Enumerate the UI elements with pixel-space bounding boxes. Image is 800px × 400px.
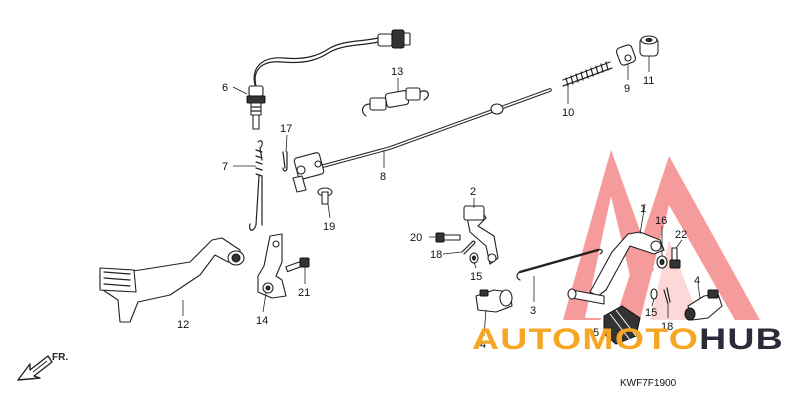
callout-1: 1: [640, 203, 646, 215]
callout-10: 10: [562, 107, 574, 119]
watermark-part1: AUTOMOTO: [472, 323, 699, 356]
callout-17: 17: [280, 123, 292, 135]
leader-lines: [182, 56, 701, 337]
callout-labels: 6 7 13 8 19 17 10 9 11 2 20 18 15 21 14 …: [177, 66, 700, 351]
part-adjust-nut: [639, 35, 659, 57]
callout-4-left: 4: [480, 339, 486, 351]
callout-8: 8: [380, 171, 386, 183]
diagram-code: KWF7F1900: [620, 378, 677, 389]
part-stop-spring: [361, 87, 429, 117]
part-joint: [615, 44, 637, 66]
callout-22: 22: [675, 229, 687, 241]
part-cotter-pin-18-left: [461, 240, 476, 255]
callout-4-right: 4: [694, 275, 700, 287]
callout-16: 16: [655, 215, 667, 227]
part-brake-pedal: [99, 237, 245, 323]
callout-5: 5: [593, 327, 599, 339]
part-boot-4-right: [684, 289, 723, 321]
part-bolt-20: [435, 232, 461, 243]
callout-11: 11: [643, 75, 654, 87]
callout-15-right: 15: [645, 307, 657, 319]
callout-14: 14: [256, 315, 268, 327]
part-cotter-pin-18-right: [663, 287, 671, 305]
callout-3: 3: [530, 305, 536, 317]
part-switch-sensor: [246, 29, 411, 130]
part-boot-4-left: [475, 289, 513, 313]
callout-20: 20: [410, 232, 422, 244]
watermark-part2: HUB: [699, 323, 784, 356]
part-joint-pin: [317, 187, 333, 205]
callout-12: 12: [177, 319, 189, 331]
part-bolt-21: [285, 257, 310, 273]
part-cotter-pin-17: [282, 151, 288, 172]
front-arrow-icon: [17, 355, 53, 381]
part-washer-15-right: [650, 288, 658, 300]
part-washer-16: [656, 255, 668, 269]
callout-6: 6: [222, 82, 228, 94]
callout-13: 13: [391, 66, 403, 78]
callout-18-left: 18: [430, 249, 442, 261]
part-brake-arm: [567, 231, 665, 305]
part-washer-15-left: [469, 252, 479, 264]
callout-21: 21: [298, 287, 310, 299]
callout-9: 9: [624, 83, 630, 95]
part-rod-spring: [562, 61, 613, 87]
part-return-spring: [249, 140, 263, 231]
callout-18-right: 18: [661, 321, 673, 333]
callout-2: 2: [470, 186, 476, 198]
part-pedal-bracket: [257, 233, 287, 299]
part-boot-5: [603, 305, 641, 345]
callout-7: 7: [222, 161, 228, 173]
part-brake-rod: [292, 88, 552, 193]
part-rod-link: [463, 205, 499, 265]
callout-15-left: 15: [470, 271, 482, 283]
front-direction-indicator: FR.: [17, 352, 68, 381]
part-link-rod: [516, 248, 603, 281]
part-bolt-22: [669, 247, 681, 269]
front-label: FR.: [52, 352, 68, 363]
callout-19: 19: [323, 221, 335, 233]
